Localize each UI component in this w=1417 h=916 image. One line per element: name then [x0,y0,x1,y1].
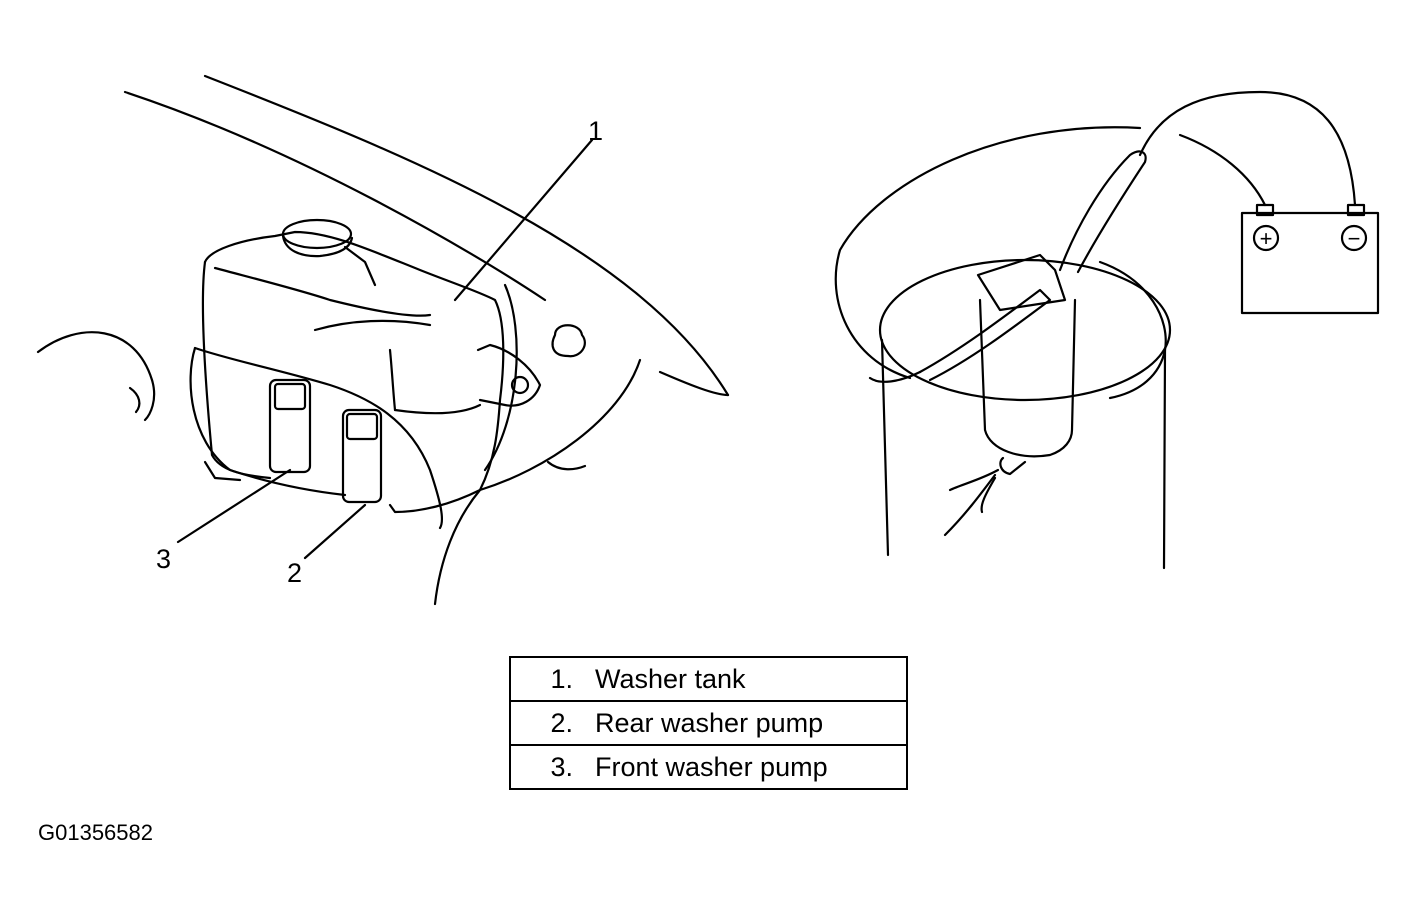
tank-shoulder [313,319,432,332]
tank-step [388,348,397,412]
cap-strap [343,245,377,287]
wire-loop [189,346,347,497]
battery-positive-symbol: + [1260,226,1273,251]
legend-label: Front washer pump [595,751,828,782]
legend-table: 1. Washer tank 2. Rear washer pump 3. Front… [509,656,908,790]
fender-line-inner [203,74,730,397]
battery-lead-positive [1138,90,1357,207]
washer-tank-illustration [36,74,730,606]
legend-row: 1. Washer tank [509,656,908,702]
legend-number: 2. [550,707,573,738]
bracket-bolt-hole [510,375,530,395]
callout-front-pump: 3 [156,544,171,574]
container-opening [878,258,1172,402]
test-pump-body [978,298,1077,458]
legend-label: Washer tank [595,663,746,694]
leader-line-2 [303,503,367,560]
wheel-arch-detail [128,386,141,414]
grommet [551,324,586,358]
inner-panel-line [483,283,518,472]
filler-neck [281,234,354,258]
rear-pump-connector [345,412,379,441]
test-pump-connector [976,253,1067,312]
inner-panel-line-3 [658,370,730,397]
tank-base-foot [203,460,242,482]
callout-rear-pump: 2 [287,558,302,588]
tank-body [203,230,505,514]
battery-terminal-positive [1255,203,1275,217]
pump-wire-2 [943,473,997,537]
test-container-lid-outer [834,126,1142,380]
mounting-bracket [476,343,542,407]
container-wall-right [1162,348,1167,570]
pump-wire-1 [948,468,1000,492]
battery-box [1240,211,1380,315]
leader-line-1 [453,138,594,302]
front-washer-pump [268,378,312,474]
inner-panel-line-2 [433,358,642,606]
container-wall-left [880,338,890,557]
legend-row: 2. Rear washer pump [509,700,908,746]
tank-step-2 [393,403,482,415]
tank-top-ridge [213,266,432,317]
legend-number: 1. [550,663,573,694]
front-pump-connector [273,382,307,411]
wheel-arch-left [36,331,156,422]
test-pump-nozzle [999,456,1027,476]
callout-tank: 1 [588,116,603,146]
battery-negative-symbol: − [1348,226,1361,251]
lead-negative-to-clip [868,370,922,383]
filler-cap [281,218,353,250]
legend-row: 3. Front washer pump [509,744,908,790]
legend-number: 3. [550,751,573,782]
wire-to-pumps [193,346,444,530]
panel-mark [546,460,587,471]
pump-test-illustration [834,90,1380,570]
alligator-clip-negative [918,288,1052,382]
battery-terminal-negative [1346,203,1366,217]
alligator-clip-positive [1058,150,1147,274]
leader-line-3 [176,468,292,544]
rear-washer-pump [341,408,383,504]
pump-wire-3 [980,476,997,514]
fender-line-outer [123,90,547,302]
tank-left-side [201,260,272,480]
battery-lead-negative [1178,133,1267,207]
battery-negative-marker [1340,224,1368,252]
legend-label: Rear washer pump [595,707,824,738]
battery-positive-marker [1252,224,1280,252]
figure-id: G01356582 [38,820,153,845]
